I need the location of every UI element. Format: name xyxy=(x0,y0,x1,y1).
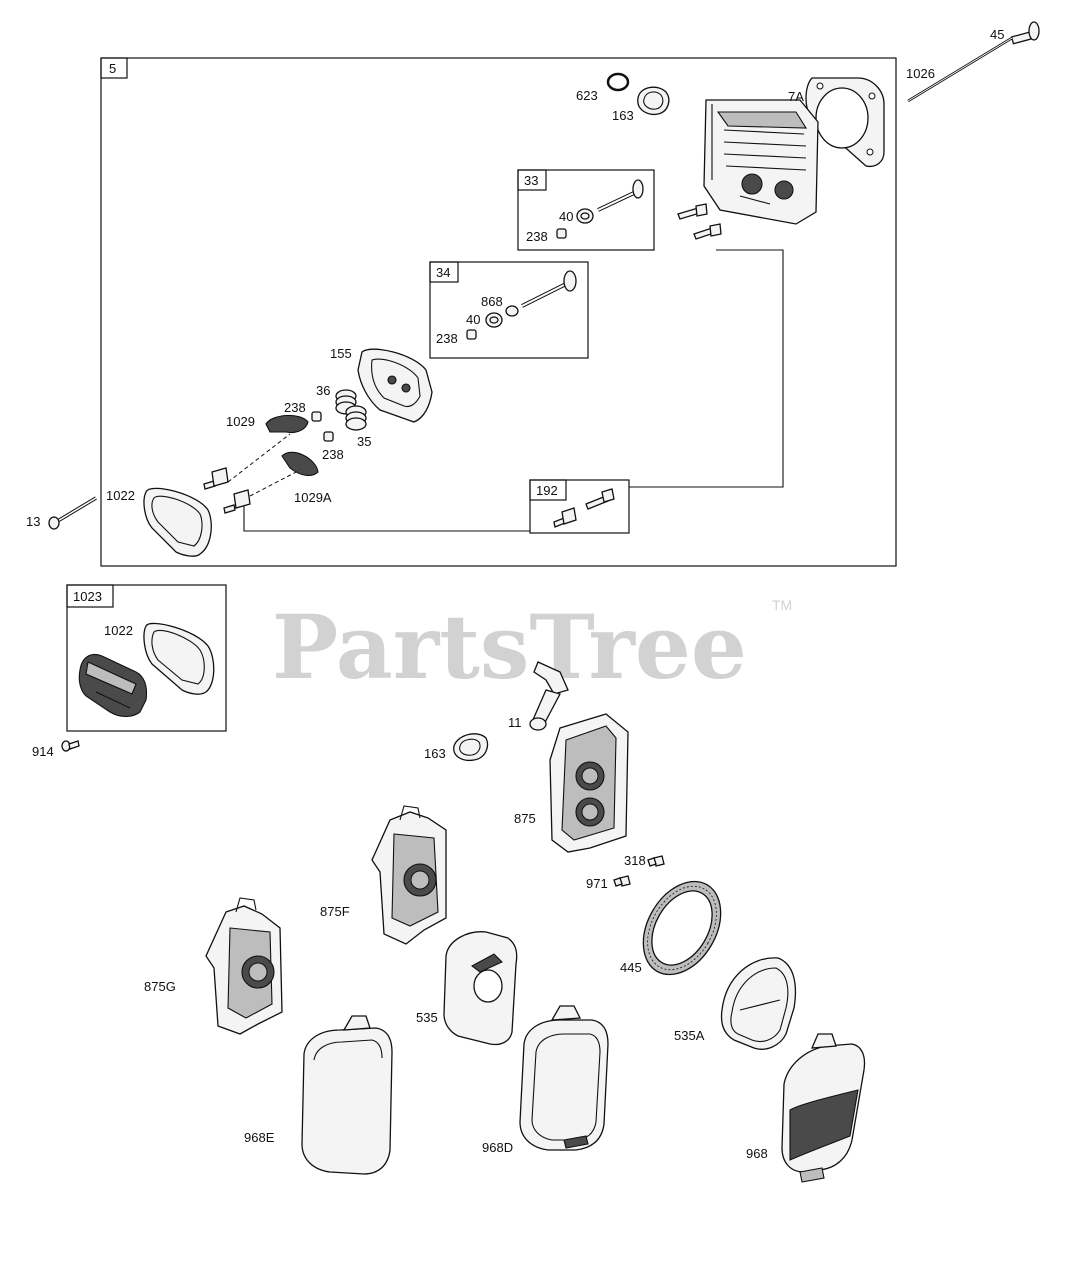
seal-868[interactable] xyxy=(505,305,519,317)
air-cleaner-base-875F[interactable] xyxy=(371,805,447,945)
stud-192-b[interactable] xyxy=(553,507,577,528)
assembly-box-192-label: 192 xyxy=(536,483,558,498)
part-label-11[interactable]: 11 xyxy=(508,715,522,730)
part-label-1026[interactable]: 1026 xyxy=(906,66,935,81)
valve-spring-36[interactable] xyxy=(335,389,357,415)
intake-valve[interactable] xyxy=(521,270,577,308)
assembly-box-33[interactable] xyxy=(517,169,655,251)
part-label-238-lower[interactable]: 238 xyxy=(436,331,458,346)
assembly-box-5-tab xyxy=(100,57,128,79)
part-label-40-upper[interactable]: 40 xyxy=(559,209,573,224)
keeper-238-c[interactable] xyxy=(311,411,322,422)
part-label-1022-lower[interactable]: 1022 xyxy=(104,623,133,638)
gasket-163-top[interactable] xyxy=(637,86,670,116)
part-label-445[interactable]: 445 xyxy=(620,960,642,975)
air-filter-445[interactable] xyxy=(628,868,737,989)
cylinder-head[interactable] xyxy=(703,99,819,225)
part-label-40-lower[interactable]: 40 xyxy=(466,312,480,327)
keeper-238-d[interactable] xyxy=(323,431,334,442)
part-label-35[interactable]: 35 xyxy=(357,434,371,449)
assembly-box-1023[interactable] xyxy=(66,584,227,732)
part-label-968[interactable]: 968 xyxy=(746,1146,768,1161)
pre-filter-535A[interactable] xyxy=(720,957,797,1050)
rocker-stud-right[interactable] xyxy=(223,489,251,514)
assembly-box-34-tab xyxy=(429,261,459,283)
part-label-13[interactable]: 13 xyxy=(26,514,40,529)
connector-line-head-192 xyxy=(629,249,784,488)
part-label-238-d[interactable]: 238 xyxy=(322,447,344,462)
part-label-45[interactable]: 45 xyxy=(990,27,1004,42)
air-cleaner-base-875[interactable] xyxy=(549,713,629,853)
valve-spring-35[interactable] xyxy=(345,405,367,431)
part-label-1022-upper[interactable]: 1022 xyxy=(106,488,135,503)
part-label-623[interactable]: 623 xyxy=(576,88,598,103)
part-label-535[interactable]: 535 xyxy=(416,1010,438,1025)
breather-tube-11[interactable] xyxy=(529,661,569,731)
assembly-box-5[interactable] xyxy=(100,57,897,567)
assembly-box-34[interactable] xyxy=(429,261,589,359)
assembly-box-192-tab xyxy=(529,479,567,501)
rocker-carrier-155[interactable] xyxy=(357,348,433,423)
cover-gasket-1022-lower[interactable] xyxy=(143,622,215,695)
screw-318[interactable] xyxy=(647,855,665,867)
part-label-318[interactable]: 318 xyxy=(624,853,646,868)
cover-gasket-1022-upper[interactable] xyxy=(143,487,212,557)
part-label-1029A[interactable]: 1029A xyxy=(294,490,332,505)
part-label-238-c[interactable]: 238 xyxy=(284,400,306,415)
part-label-875[interactable]: 875 xyxy=(514,811,536,826)
part-label-971[interactable]: 971 xyxy=(586,876,608,891)
part-label-163-lower[interactable]: 163 xyxy=(424,746,446,761)
pin-45[interactable] xyxy=(1010,21,1040,45)
bolt-13[interactable] xyxy=(48,496,97,530)
part-label-1029[interactable]: 1029 xyxy=(226,414,255,429)
part-label-968D[interactable]: 968D xyxy=(482,1140,513,1155)
air-cleaner-base-875G[interactable] xyxy=(205,897,283,1035)
air-cleaner-cover-968E[interactable] xyxy=(301,1015,393,1175)
valve-cover[interactable] xyxy=(78,653,148,718)
assembly-box-5-label: 5 xyxy=(109,61,116,76)
connector-line-192-base xyxy=(243,500,530,532)
o-ring-623[interactable] xyxy=(606,72,630,92)
part-label-163-upper[interactable]: 163 xyxy=(612,108,634,123)
part-label-535A[interactable]: 535A xyxy=(674,1028,705,1043)
part-label-7A[interactable]: 7A xyxy=(788,89,804,104)
rocker-stud-left[interactable] xyxy=(203,467,229,490)
watermark-trademark: TM xyxy=(772,597,792,613)
air-cleaner-cover-968[interactable] xyxy=(781,1033,866,1183)
part-label-36[interactable]: 36 xyxy=(316,383,330,398)
watermark-brand: PartsTree xyxy=(272,595,747,699)
pre-filter-535[interactable] xyxy=(443,931,518,1046)
keeper-238-lower[interactable] xyxy=(466,329,477,340)
part-label-914[interactable]: 914 xyxy=(32,744,54,759)
gasket-163-lower[interactable] xyxy=(453,733,489,762)
part-label-238-upper[interactable]: 238 xyxy=(526,229,548,244)
stud-192-a[interactable] xyxy=(585,488,615,510)
assembly-box-1023-tab xyxy=(66,584,114,608)
part-label-155[interactable]: 155 xyxy=(330,346,352,361)
assembly-box-34-label: 34 xyxy=(436,265,450,280)
assembly-box-192[interactable] xyxy=(529,479,630,534)
part-label-875G[interactable]: 875G xyxy=(144,979,176,994)
head-studs[interactable] xyxy=(677,203,722,240)
screw-971[interactable] xyxy=(613,875,631,887)
keeper-238-upper[interactable] xyxy=(556,228,567,239)
rocker-arm-1029[interactable] xyxy=(265,414,309,434)
part-label-968E[interactable]: 968E xyxy=(244,1130,275,1145)
part-label-875F[interactable]: 875F xyxy=(320,904,350,919)
assembly-box-33-label: 33 xyxy=(524,173,538,188)
assembly-box-33-tab xyxy=(517,169,547,191)
assembly-box-1023-label: 1023 xyxy=(73,589,102,604)
air-cleaner-cover-968D[interactable] xyxy=(519,1005,609,1151)
part-label-868[interactable]: 868 xyxy=(481,294,503,309)
rocker-arm-1029A[interactable] xyxy=(281,451,319,477)
exhaust-valve[interactable] xyxy=(597,179,644,212)
screw-914[interactable] xyxy=(61,740,80,752)
